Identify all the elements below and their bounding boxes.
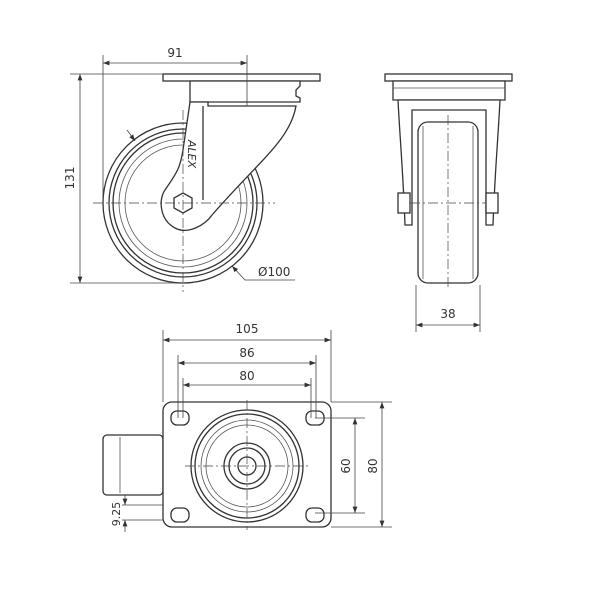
dim-width-38: 38 — [440, 307, 455, 321]
dim-hole-spacing-80: 80 — [239, 369, 254, 383]
top-view: 105 86 80 60 80 9.25 — [102, 322, 392, 532]
fork — [160, 101, 297, 231]
axle-nut-right — [485, 192, 499, 214]
swivel-head — [392, 80, 506, 101]
top-plate — [162, 73, 321, 82]
top-plate — [384, 73, 513, 82]
dim-plate-width-105: 105 — [236, 322, 259, 336]
front-view: 38 — [384, 73, 513, 332]
dim-offset-9-25: 9.25 — [110, 502, 123, 527]
logo: ALEX — [185, 139, 198, 169]
dim-plate-height-80: 80 — [366, 458, 380, 473]
dim-hole-spacing-86: 86 — [239, 346, 254, 360]
axle-nut-left — [397, 192, 411, 214]
dim-offset-91: 91 — [167, 46, 182, 60]
swivel-head — [189, 80, 301, 103]
wheel-side — [102, 434, 164, 496]
dim-hole-vertical-60: 60 — [339, 458, 353, 473]
dim-height-131: 131 — [63, 167, 77, 190]
dim-diameter-100: Ø100 — [258, 265, 290, 279]
side-view: ALEX 91 131 Ø100 — [63, 46, 321, 292]
